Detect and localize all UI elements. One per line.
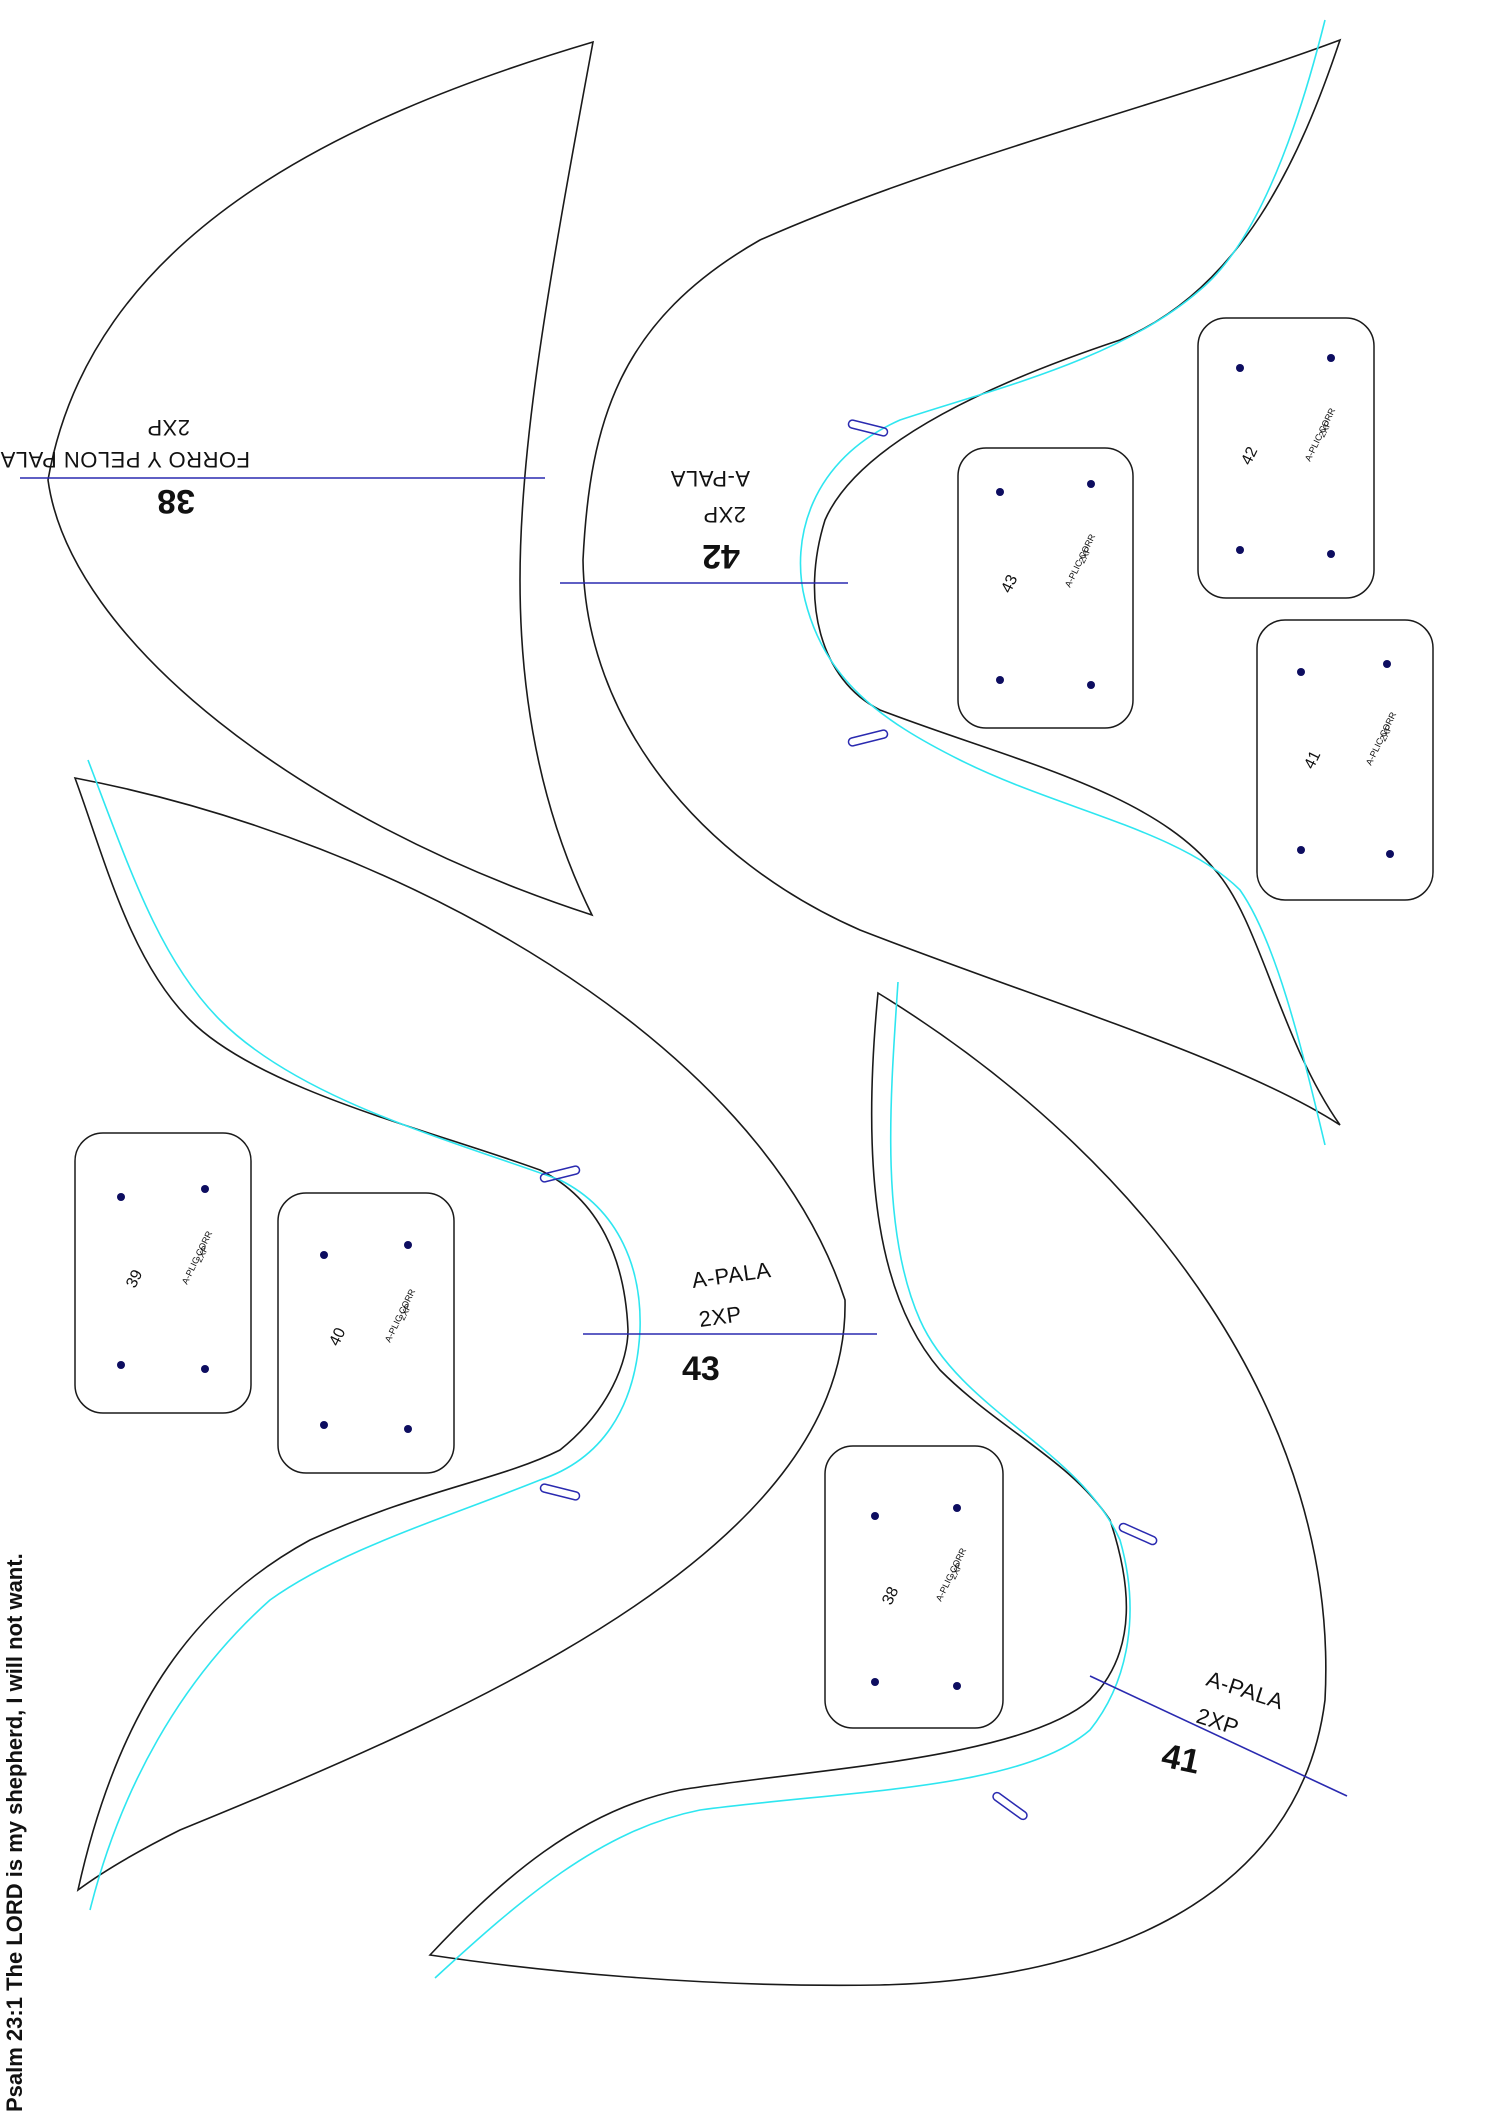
applique-38-strip-b-core (872, 1505, 960, 1689)
applique-41-dot (1383, 660, 1391, 668)
applique-38-dot (953, 1504, 961, 1512)
applique-40-dot (320, 1251, 328, 1259)
psalm-verse: Psalm 23:1 The LORD is my shepherd, I wi… (2, 1553, 27, 2112)
applique-card-38: 38 A-PLIC CORR 2XP (824, 1445, 1004, 1729)
applique-card-40: 40 A-PLIC CORR 2XP (277, 1192, 455, 1474)
piece-43-seam-allowance (87, 759, 641, 1911)
applique-41-dot (1297, 668, 1305, 676)
applique-42-dot (1327, 354, 1335, 362)
applique-41-number: 41 (1301, 748, 1324, 772)
applique-43-dot (1087, 681, 1095, 689)
piece-41-grain-line (1089, 1675, 1348, 1797)
piece-38-name: FORRO Y PELON PALA (0, 447, 250, 472)
applique-42-dot (1236, 546, 1244, 554)
piece-38-qty: 2XP (147, 415, 190, 440)
piece-42-outline (582, 38, 1342, 1126)
piece-43-number: 43 (682, 1350, 720, 1388)
applique-card-42-frame (1197, 317, 1375, 599)
piece-42-seam-allowance (799, 19, 1326, 1146)
piece-41-notch-bottom (992, 1791, 1028, 1821)
applique-40-dot (320, 1421, 328, 1429)
applique-42-number: 42 (1238, 444, 1261, 468)
applique-38-dot (953, 1682, 961, 1690)
piece-43-notch-top (539, 1165, 581, 1183)
piece-41-qty: 2XP (1193, 1703, 1242, 1740)
applique-43-strip-b-core (997, 481, 1094, 688)
applique-41-strip-b-core (1298, 661, 1390, 857)
applique-43-dot (996, 676, 1004, 684)
piece-42-qty: 2XP (703, 502, 746, 527)
applique-card-42: 42 A-PLIC CORR 2XP (1197, 317, 1375, 599)
applique-43-dot (996, 488, 1004, 496)
applique-card-41-frame (1256, 619, 1434, 901)
applique-card-39-frame (74, 1132, 252, 1414)
applique-39-dot (117, 1361, 125, 1369)
applique-card-41: 41 A-PLIC CORR 2XP (1256, 619, 1434, 901)
piece-43-qty: 2XP (697, 1301, 743, 1332)
piece-43-name: A-PALA (690, 1257, 772, 1293)
applique-43-dot (1087, 480, 1095, 488)
applique-card-40-frame (277, 1192, 455, 1474)
applique-40-dot (404, 1241, 412, 1249)
applique-41-dot (1386, 850, 1394, 858)
piece-42-name: A-PALA (670, 466, 750, 491)
applique-41-dot (1297, 846, 1305, 854)
applique-41-strip-a-core (1298, 669, 1393, 857)
applique-42-dot (1327, 550, 1335, 558)
applique-40-dot (404, 1425, 412, 1433)
applique-card-43-frame (957, 447, 1134, 729)
piece-41-notch-top (1118, 1522, 1158, 1546)
pattern-piece-41: A-PALA 2XP 41 (428, 981, 1348, 1987)
applique-39-dot (201, 1185, 209, 1193)
applique-card-38-frame (824, 1445, 1004, 1729)
applique-43-number: 43 (998, 572, 1021, 596)
pattern-piece-43: A-PALA 2XP 43 (73, 759, 877, 1911)
piece-42-number: 42 (702, 537, 740, 575)
piece-38-outline (47, 40, 595, 917)
applique-42-strip-b-core (1237, 355, 1334, 553)
applique-card-43: 43 A-PLIC CORR 2XP (957, 447, 1134, 729)
piece-42-notch-bottom (847, 729, 889, 747)
applique-card-39: 39 A-PLIC CORR 2XP (74, 1132, 252, 1414)
applique-39-strip-b-core (118, 1186, 208, 1372)
pattern-piece-38: FORRO Y PELON PALA 2XP 38 (0, 40, 595, 917)
applique-40-number: 40 (326, 1325, 349, 1349)
piece-41-outline (428, 991, 1327, 1987)
applique-38-dot (871, 1678, 879, 1686)
piece-42-notch-top (847, 419, 889, 437)
pattern-piece-42: 42 2XP A-PALA (560, 19, 1342, 1146)
applique-42-dot (1236, 364, 1244, 372)
applique-38-dot (871, 1512, 879, 1520)
applique-38-number: 38 (879, 1584, 902, 1608)
applique-40-strip-b-core (321, 1242, 411, 1432)
applique-39-dot (201, 1365, 209, 1373)
applique-39-dot (117, 1193, 125, 1201)
piece-41-number: 41 (1158, 1737, 1203, 1782)
applique-39-number: 39 (123, 1267, 146, 1291)
piece-43-notch-bottom (539, 1483, 581, 1501)
piece-38-number: 38 (157, 482, 195, 520)
piece-41-seam-allowance (434, 981, 1131, 1979)
